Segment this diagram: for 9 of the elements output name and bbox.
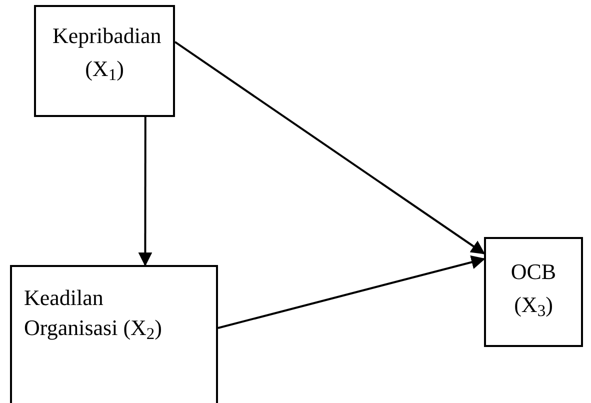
arrow	[218, 255, 486, 329]
process-box	[34, 5, 175, 117]
box-label: Kepribadian (X$_{1}$)	[52, 22, 162, 85]
arrow	[138, 117, 152, 266]
process-box	[484, 237, 583, 347]
process-box	[10, 265, 218, 403]
box-label: OCB (X$_{3}$)	[510, 258, 558, 321]
box-label: Keadilan Organisasi (X$_{2}$)	[23, 284, 162, 342]
arrow	[174, 41, 486, 254]
